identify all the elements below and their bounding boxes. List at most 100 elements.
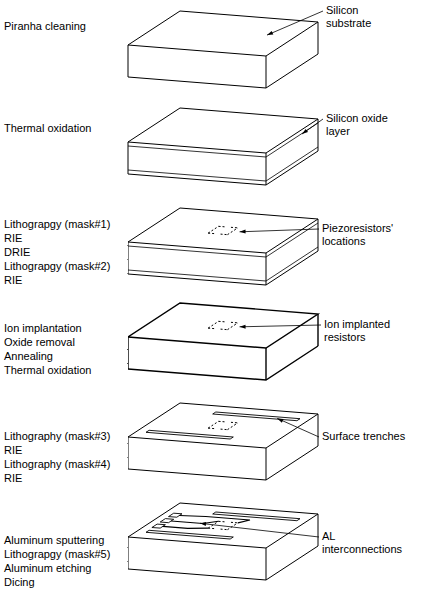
piezoresistor xyxy=(208,421,218,428)
callout-label: Silicon substrate xyxy=(326,4,388,30)
wafer-edge xyxy=(265,348,266,380)
wafer-edge xyxy=(266,253,267,285)
process-step: Ion implantation xyxy=(4,322,128,335)
oxide-layer xyxy=(128,147,318,181)
process-step: RIE xyxy=(4,274,128,287)
process-step: Aluminum etching xyxy=(4,562,128,575)
callout-label: Piezoresistors' locations xyxy=(322,222,412,248)
aluminum-interconnection xyxy=(179,516,250,523)
process-step-text: RIE xyxy=(4,232,128,245)
process-step: Lithography (mask#4) xyxy=(4,458,128,471)
process-step: Lithograpgy (mask#5) xyxy=(4,548,128,561)
leader-line xyxy=(267,11,323,35)
process-step: Annealing xyxy=(4,350,128,363)
piezoresistor xyxy=(231,227,238,229)
process-step-text: Piranha cleaning xyxy=(4,20,128,33)
callout-text: AL interconnections xyxy=(322,530,417,556)
piezoresistor xyxy=(221,234,228,236)
process-step-text: Lithography (mask#3) xyxy=(4,430,128,443)
wafer-bottom-edge xyxy=(128,151,318,185)
surface-trench xyxy=(213,512,300,521)
callout-label: Ion implanted resistors xyxy=(324,318,404,344)
process-step: Aluminum sputtering xyxy=(4,534,128,547)
process-step-text: Lithograpgy (mask#1) xyxy=(4,218,128,231)
wafer-bottom-edge xyxy=(128,346,318,380)
aluminum-interconnection xyxy=(171,521,218,524)
process-step-text: RIE xyxy=(4,444,128,457)
wafer-edge xyxy=(318,414,319,446)
leader-arrowhead xyxy=(302,129,308,134)
process-step: DRIE xyxy=(4,246,128,259)
wafer-top-face xyxy=(128,503,318,548)
wafer-top-face xyxy=(128,11,318,56)
surface-trench xyxy=(213,412,300,421)
piezoresistor xyxy=(231,522,238,524)
surface-trench xyxy=(146,430,233,439)
process-step-text: Lithograpgy (mask#2) xyxy=(4,260,128,273)
oxide-layer xyxy=(128,247,318,281)
wafer-top-face xyxy=(128,208,318,253)
process-step-text: Aluminum sputtering xyxy=(4,534,128,547)
piezoresistor xyxy=(208,226,218,233)
piezoresistor xyxy=(231,322,238,324)
piezoresistor xyxy=(221,529,228,531)
callout-text: Silicon oxide layer xyxy=(326,112,390,138)
callout-text: Surface trenches xyxy=(322,430,417,443)
piezoresistor xyxy=(219,521,226,523)
process-step-text: DRIE xyxy=(4,246,128,259)
wafer-edge xyxy=(128,45,129,77)
process-step-text: Aluminum etching xyxy=(4,562,128,575)
piezoresistor xyxy=(227,323,237,330)
wafer-edge xyxy=(318,514,319,546)
piezoresistor xyxy=(227,228,237,235)
wafer-edge xyxy=(318,219,319,251)
process-step-text: Lithograpgy (mask#5) xyxy=(4,548,128,561)
leader-line xyxy=(277,418,319,437)
process-step-text: Lithography (mask#4) xyxy=(4,458,128,471)
process-step: Dicing xyxy=(4,576,128,589)
process-step: RIE xyxy=(4,444,128,457)
piezoresistor xyxy=(221,429,228,431)
process-step: Piranha cleaning xyxy=(4,20,128,33)
wafer-edge xyxy=(266,56,267,88)
wafer-edge xyxy=(266,448,267,480)
wafer-edge xyxy=(318,119,319,151)
wafer-bottom-edge xyxy=(128,446,318,480)
leader-arrowhead xyxy=(267,31,273,35)
wafer-edge xyxy=(128,142,129,174)
leader-arrowhead xyxy=(240,325,246,329)
callout-text: Silicon substrate xyxy=(326,4,388,30)
piezoresistor xyxy=(231,422,238,424)
process-step: RIE xyxy=(4,232,128,245)
leader-line xyxy=(240,229,319,232)
process-step-text: Thermal oxidation xyxy=(4,122,128,135)
piezoresistor xyxy=(219,321,226,323)
callout-label: Silicon oxide layer xyxy=(326,112,390,138)
callout-text: Piezoresistors' locations xyxy=(322,222,412,248)
wafer-edge xyxy=(266,153,267,185)
process-step-text: RIE xyxy=(4,472,128,485)
leader-line xyxy=(302,119,323,134)
aluminum-interconnection xyxy=(163,526,208,528)
wafer-top-face xyxy=(128,108,318,153)
leader-line xyxy=(200,523,319,537)
surface-trench xyxy=(146,530,233,539)
piezoresistor xyxy=(219,421,226,423)
leader-line xyxy=(240,325,321,327)
process-step: Oxide removal xyxy=(4,336,128,349)
process-step: Lithography (mask#3) xyxy=(4,430,128,443)
process-step: RIE xyxy=(4,472,128,485)
process-step: Thermal oxidation xyxy=(4,364,128,377)
process-step: Lithograpgy (mask#1) xyxy=(4,218,128,231)
callout-text: Ion implanted resistors xyxy=(324,318,404,344)
piezoresistor xyxy=(227,423,237,430)
process-step-text: Annealing xyxy=(4,350,128,363)
wafer-bottom-edge xyxy=(128,251,318,285)
leader-arrowhead xyxy=(240,230,246,234)
wafer-top-face xyxy=(128,403,318,448)
callout-label: AL interconnections xyxy=(322,530,417,556)
process-step: Lithograpgy (mask#2) xyxy=(4,260,128,273)
wafer-edge xyxy=(318,22,319,54)
process-step-text: Oxide removal xyxy=(4,336,128,349)
